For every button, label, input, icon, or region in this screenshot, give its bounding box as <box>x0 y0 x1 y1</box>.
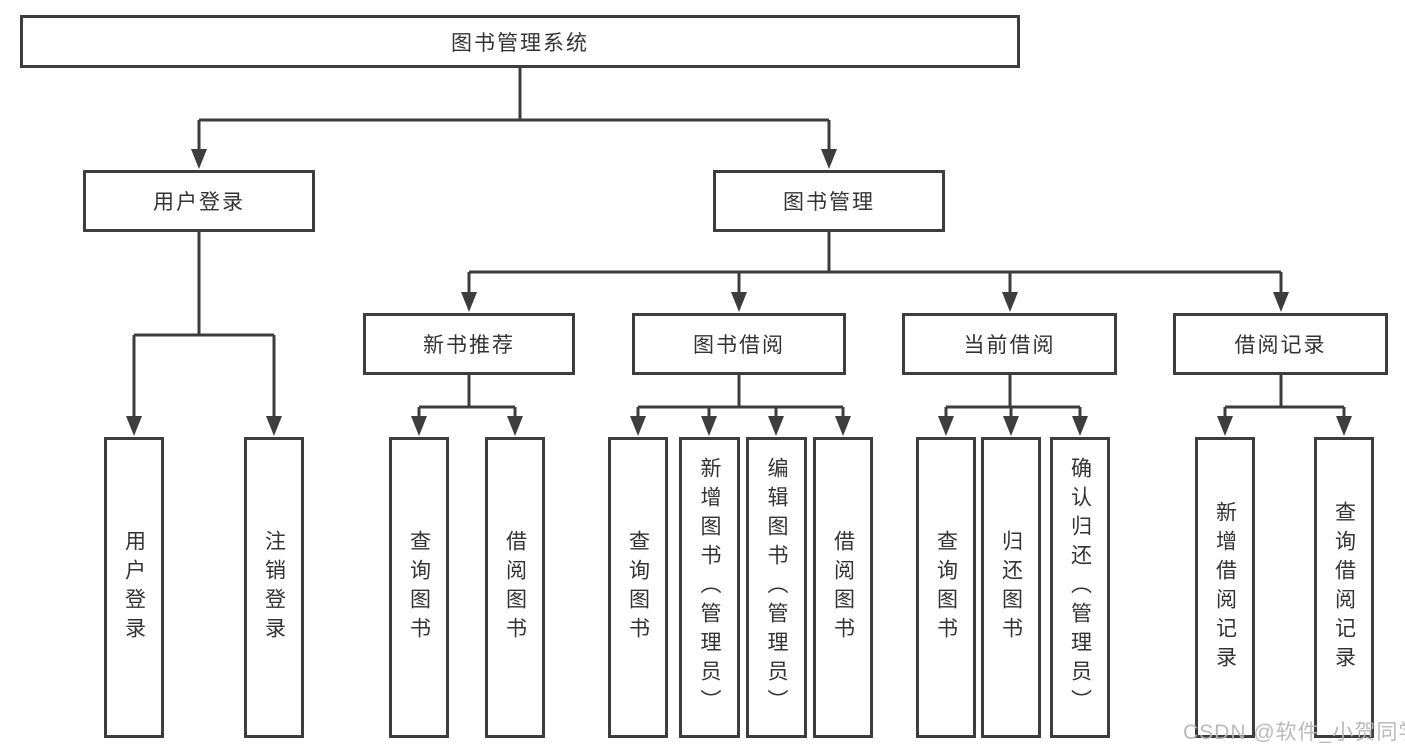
leaf-logout: 注销登录 <box>244 437 304 738</box>
leaf-user-login: 用户登录 <box>104 437 164 738</box>
connector-records-branch <box>1217 375 1352 436</box>
node-new-book-recommend-label: 新书推荐 <box>423 334 515 357</box>
leaf-query-books-1-label: 查询图书 <box>407 529 431 646</box>
leaf-edit-books-admin: 编辑图书（管理员） <box>746 437 807 738</box>
node-user-login: 用户登录 <box>83 170 315 232</box>
node-book-borrow-label: 图书借阅 <box>693 334 785 357</box>
connector-bookmgmt-branch <box>461 232 1289 312</box>
connector-newbook-branch <box>411 375 523 436</box>
leaf-return-books-label: 归还图书 <box>999 529 1023 646</box>
leaf-borrow-books-1: 借阅图书 <box>485 437 545 738</box>
csdn-watermark: CSDN @软件_小贺同学 <box>1183 721 1405 744</box>
leaf-query-borrow-record-label: 查询借阅记录 <box>1332 500 1356 675</box>
leaf-borrow-books-2-label: 借阅图书 <box>831 529 855 646</box>
node-user-login-label: 用户登录 <box>153 191 245 214</box>
leaf-confirm-return-admin: 确认归还（管理员） <box>1050 437 1110 738</box>
leaf-query-books-1: 查询图书 <box>389 437 449 738</box>
leaf-query-books-3: 查询图书 <box>916 437 976 738</box>
connector-root-to-level2 <box>191 68 837 169</box>
node-new-book-recommend: 新书推荐 <box>363 313 575 375</box>
connector-login-branch <box>126 232 282 436</box>
node-book-management: 图书管理 <box>713 170 945 232</box>
leaf-query-books-2: 查询图书 <box>608 437 668 738</box>
node-book-borrow: 图书借阅 <box>632 313 846 375</box>
node-root: 图书管理系统 <box>20 15 1020 68</box>
node-borrow-records: 借阅记录 <box>1173 313 1388 375</box>
leaf-return-books: 归还图书 <box>981 437 1041 738</box>
leaf-confirm-return-admin-label: 确认归还（管理员） <box>1068 457 1092 718</box>
leaf-query-books-3-label: 查询图书 <box>934 529 958 646</box>
leaf-query-borrow-record: 查询借阅记录 <box>1314 437 1374 738</box>
node-current-borrow: 当前借阅 <box>902 313 1117 375</box>
leaf-add-books-admin: 新增图书（管理员） <box>679 437 740 738</box>
node-current-borrow-label: 当前借阅 <box>963 334 1056 357</box>
leaf-borrow-books-1-label: 借阅图书 <box>503 529 527 646</box>
leaf-edit-books-admin-label: 编辑图书（管理员） <box>765 457 788 718</box>
node-root-label: 图书管理系统 <box>451 31 589 55</box>
connector-current-branch <box>938 375 1088 436</box>
node-book-management-label: 图书管理 <box>783 191 875 214</box>
connector-borrow-branch <box>630 375 851 436</box>
leaf-query-books-2-label: 查询图书 <box>626 529 650 646</box>
leaf-add-borrow-record-label: 新增借阅记录 <box>1213 500 1237 675</box>
leaf-borrow-books-2: 借阅图书 <box>813 437 873 738</box>
leaf-logout-label: 注销登录 <box>262 529 286 646</box>
node-borrow-records-label: 借阅记录 <box>1234 334 1327 357</box>
leaf-user-login-label: 用户登录 <box>122 529 146 646</box>
leaf-add-books-admin-label: 新增图书（管理员） <box>698 457 721 718</box>
leaf-add-borrow-record: 新增借阅记录 <box>1195 437 1255 738</box>
